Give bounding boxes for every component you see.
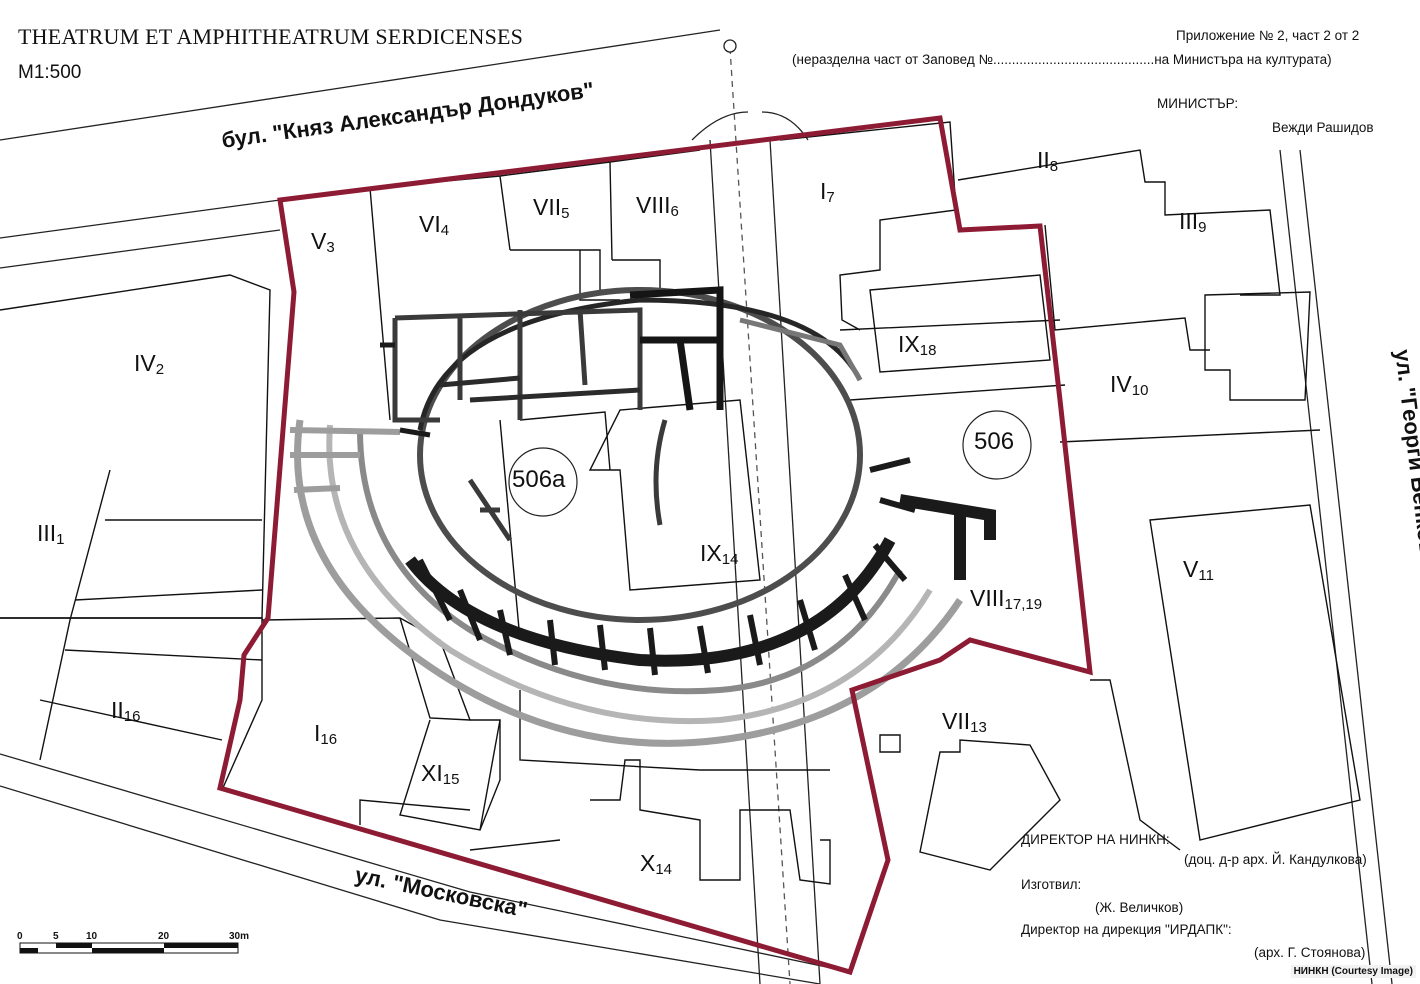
minister-name: Вежди Рашидов — [1272, 120, 1374, 135]
lot-label: VIII6 — [636, 192, 679, 220]
plot-506a-marker — [508, 447, 578, 517]
lot-label: X14 — [640, 850, 673, 878]
lot-label: VI4 — [419, 211, 450, 239]
minister-title: МИНИСТЪР: — [1157, 96, 1239, 111]
lot-label: II16 — [111, 697, 141, 725]
ruins-theatre — [289, 286, 996, 747]
irdapk-director-name: (арх. Г. Стоянова) — [1254, 945, 1366, 960]
lot-label: II8 — [1037, 147, 1059, 175]
lot-label: VII5 — [533, 194, 570, 222]
protected-zone-boundary — [217, 115, 1093, 976]
lot-label: VII13 — [942, 708, 987, 736]
lot-label: IV2 — [134, 350, 165, 378]
survey-point-marker — [723, 39, 737, 53]
scale-bar-label: 5 — [53, 931, 59, 942]
street-lines — [0, 29, 1393, 984]
prepared-by-name: (Ж. Величков) — [1095, 900, 1184, 915]
irdapk-director-title: Директор на дирекция "ИРДАПК": — [1021, 922, 1232, 937]
ninkn-director-name: (доц. д-р арх. Й. Кандулкова) — [1184, 852, 1367, 867]
prepared-by-title: Изготвил: — [1021, 877, 1082, 892]
lot-label: I16 — [314, 720, 338, 748]
scale-bar-label: 10 — [86, 931, 98, 942]
scale-bar — [19, 942, 239, 954]
lot-label: III9 — [1179, 208, 1207, 236]
plot-506-label: 506 — [974, 428, 1015, 455]
lot-outlines — [0, 121, 1361, 885]
lot-label: IV10 — [1110, 371, 1149, 399]
lot-label: XI15 — [421, 760, 460, 788]
plot-506a-label: 506а — [512, 466, 566, 493]
plot-506-marker — [962, 410, 1032, 480]
image-credit: НИНКН (Courtesy Image) — [1290, 965, 1416, 978]
scale-bar-label: 30m — [229, 931, 250, 942]
lot-label: I7 — [820, 178, 835, 206]
lot-label: IX14 — [700, 540, 739, 568]
lot-label: VIII17,19 — [970, 585, 1043, 613]
lot-label: V3 — [311, 228, 335, 256]
appendix-label: Приложение № 2, част 2 от 2 — [1176, 28, 1360, 43]
lot-label: III1 — [37, 520, 65, 548]
scale-bar-label: 0 — [17, 931, 23, 942]
map-scale: М1:500 — [18, 62, 82, 83]
map-title: THEATRUM ET AMPHITHEATRUM SERDICENSES — [18, 24, 524, 49]
lot-label: V11 — [1183, 556, 1214, 584]
lot-label: IX18 — [898, 331, 937, 359]
appendix-note: (неразделна част от Заповед №...........… — [792, 52, 1332, 67]
scale-bar-label: 20 — [158, 931, 170, 942]
ninkn-director-title: ДИРЕКТОР НА НИНКН: — [1021, 832, 1170, 847]
